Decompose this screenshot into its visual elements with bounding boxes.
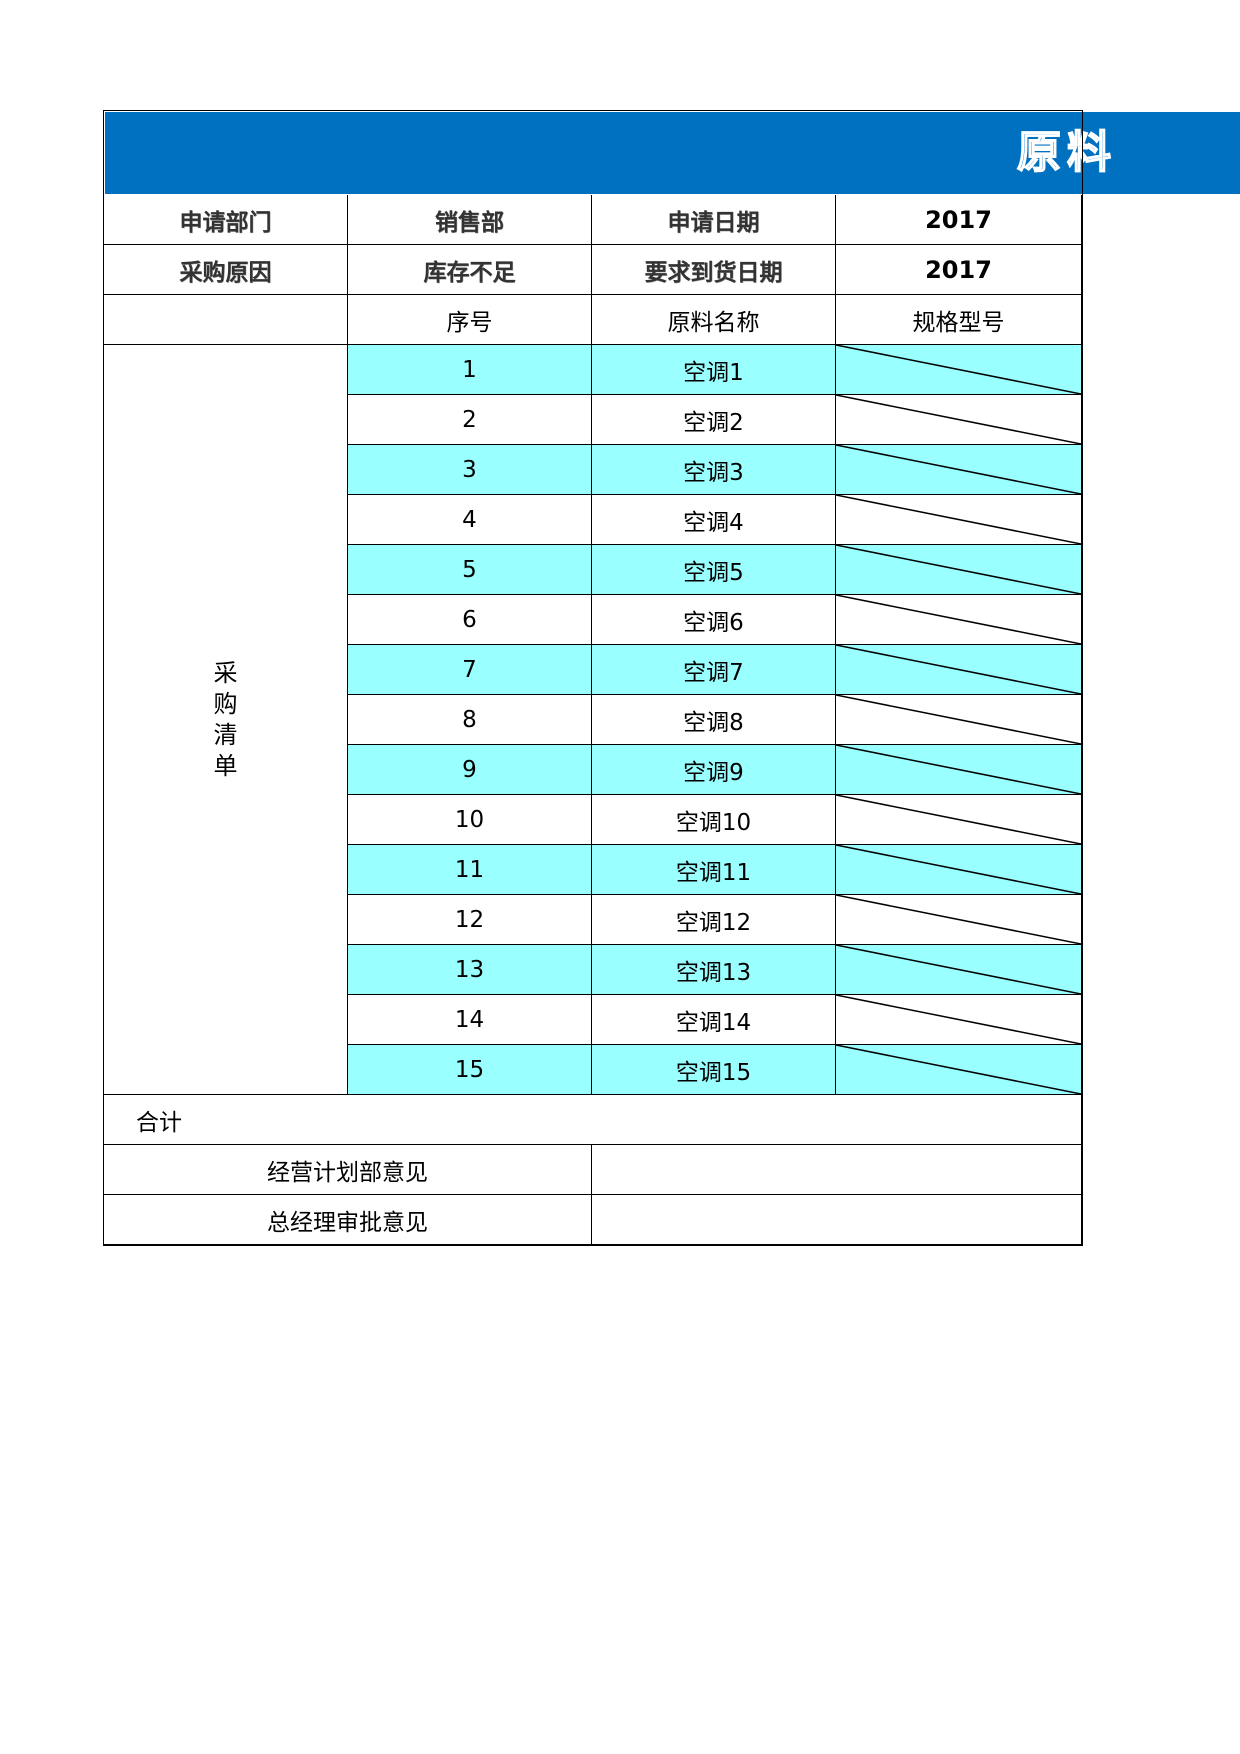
diagonal-slash — [836, 845, 1081, 894]
item-name[interactable]: 空调7 — [592, 645, 836, 695]
diagonal-slash — [836, 1045, 1081, 1094]
section-label: 采购清单 — [104, 345, 348, 1095]
item-name[interactable]: 空调9 — [592, 745, 836, 795]
diagonal-slash — [836, 795, 1081, 844]
item-name[interactable]: 空调14 — [592, 995, 836, 1045]
item-name[interactable]: 空调3 — [592, 445, 836, 495]
opinion-value[interactable] — [592, 1195, 1082, 1245]
opinion-value[interactable] — [592, 1145, 1082, 1195]
item-seq: 4 — [348, 495, 592, 545]
item-spec[interactable] — [836, 795, 1082, 845]
diagonal-slash — [836, 895, 1081, 944]
info-date-label: 申请日期 — [592, 195, 836, 245]
item-spec[interactable] — [836, 445, 1082, 495]
section-label-char: 单 — [213, 751, 238, 780]
diagonal-slash — [836, 995, 1081, 1044]
info-label: 申请部门 — [104, 195, 348, 245]
item-seq: 3 — [348, 445, 592, 495]
item-seq: 15 — [348, 1045, 592, 1095]
diagonal-slash — [836, 345, 1081, 394]
header-name: 原料名称 — [592, 295, 836, 345]
item-seq: 10 — [348, 795, 592, 845]
item-seq: 13 — [348, 945, 592, 995]
item-name[interactable]: 空调4 — [592, 495, 836, 545]
info-date-value[interactable]: 2017 — [836, 195, 1082, 245]
diagonal-slash — [836, 495, 1081, 544]
item-seq: 1 — [348, 345, 592, 395]
item-seq: 9 — [348, 745, 592, 795]
item-spec[interactable] — [836, 495, 1082, 545]
item-seq: 2 — [348, 395, 592, 445]
form-title: 原料 — [1016, 126, 1117, 179]
diagonal-slash — [836, 595, 1081, 644]
diagonal-slash — [836, 545, 1081, 594]
item-name[interactable]: 空调10 — [592, 795, 836, 845]
item-spec[interactable] — [836, 345, 1082, 395]
item-spec[interactable] — [836, 595, 1082, 645]
title-banner: 原料 — [105, 112, 1240, 194]
opinion-label: 经营计划部意见 — [104, 1145, 592, 1195]
item-seq: 14 — [348, 995, 592, 1045]
header-blank — [104, 295, 348, 345]
item-name[interactable]: 空调8 — [592, 695, 836, 745]
item-spec[interactable] — [836, 645, 1082, 695]
header-spec: 规格型号 — [836, 295, 1082, 345]
info-date-value[interactable]: 2017 — [836, 245, 1082, 295]
section-label-char: 购 — [213, 689, 238, 718]
info-value[interactable]: 销售部 — [348, 195, 592, 245]
info-value[interactable]: 库存不足 — [348, 245, 592, 295]
item-spec[interactable] — [836, 545, 1082, 595]
info-date-label: 要求到货日期 — [592, 245, 836, 295]
item-spec[interactable] — [836, 945, 1082, 995]
item-seq: 6 — [348, 595, 592, 645]
item-name[interactable]: 空调5 — [592, 545, 836, 595]
diagonal-slash — [836, 695, 1081, 744]
item-seq: 12 — [348, 895, 592, 945]
item-name[interactable]: 空调15 — [592, 1045, 836, 1095]
item-spec[interactable] — [836, 995, 1082, 1045]
diagonal-slash — [836, 745, 1081, 794]
item-name[interactable]: 空调6 — [592, 595, 836, 645]
opinion-label: 总经理审批意见 — [104, 1195, 592, 1245]
info-label: 采购原因 — [104, 245, 348, 295]
item-name[interactable]: 空调2 — [592, 395, 836, 445]
item-name[interactable]: 空调1 — [592, 345, 836, 395]
item-name[interactable]: 空调13 — [592, 945, 836, 995]
item-seq: 5 — [348, 545, 592, 595]
item-spec[interactable] — [836, 845, 1082, 895]
diagonal-slash — [836, 445, 1081, 494]
section-label-char: 清 — [213, 720, 238, 749]
diagonal-slash — [836, 645, 1081, 694]
item-seq: 8 — [348, 695, 592, 745]
item-name[interactable]: 空调11 — [592, 845, 836, 895]
item-spec[interactable] — [836, 895, 1082, 945]
item-spec[interactable] — [836, 1045, 1082, 1095]
section-label-char: 采 — [213, 658, 238, 687]
header-seq: 序号 — [348, 295, 592, 345]
item-name[interactable]: 空调12 — [592, 895, 836, 945]
item-spec[interactable] — [836, 695, 1082, 745]
item-spec[interactable] — [836, 745, 1082, 795]
diagonal-slash — [836, 945, 1081, 994]
item-spec[interactable] — [836, 395, 1082, 445]
item-seq: 7 — [348, 645, 592, 695]
item-seq: 11 — [348, 845, 592, 895]
total-row: 合计 — [104, 1095, 1082, 1145]
diagonal-slash — [836, 395, 1081, 444]
